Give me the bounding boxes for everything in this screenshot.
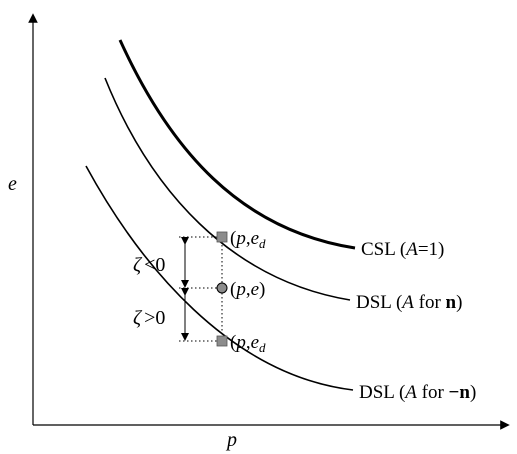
x-axis-label: p — [225, 429, 237, 451]
dsl-n-curve — [104, 77, 351, 301]
point-middle-label: (p,e) — [230, 279, 265, 300]
dsl-n-label: DSL (A for n) — [356, 292, 462, 313]
dsl-neg-n-curve — [85, 165, 354, 391]
zeta-greater-label: ζ>0 — [133, 307, 165, 329]
point-upper-label: (p,ed — [230, 228, 266, 251]
dsl-neg-n-label: DSL (A for −n) — [359, 382, 476, 403]
csl-curve — [118, 39, 356, 250]
point-middle-marker — [216, 282, 228, 294]
zeta-less-label: ζ<0 — [133, 254, 165, 276]
point-upper-marker — [216, 231, 228, 243]
point-lower-marker — [216, 335, 228, 347]
point-lower-label: (p,ed — [230, 332, 266, 355]
y-axis-label: e — [8, 173, 17, 195]
csl-label: CSL (A=1) — [361, 239, 444, 260]
